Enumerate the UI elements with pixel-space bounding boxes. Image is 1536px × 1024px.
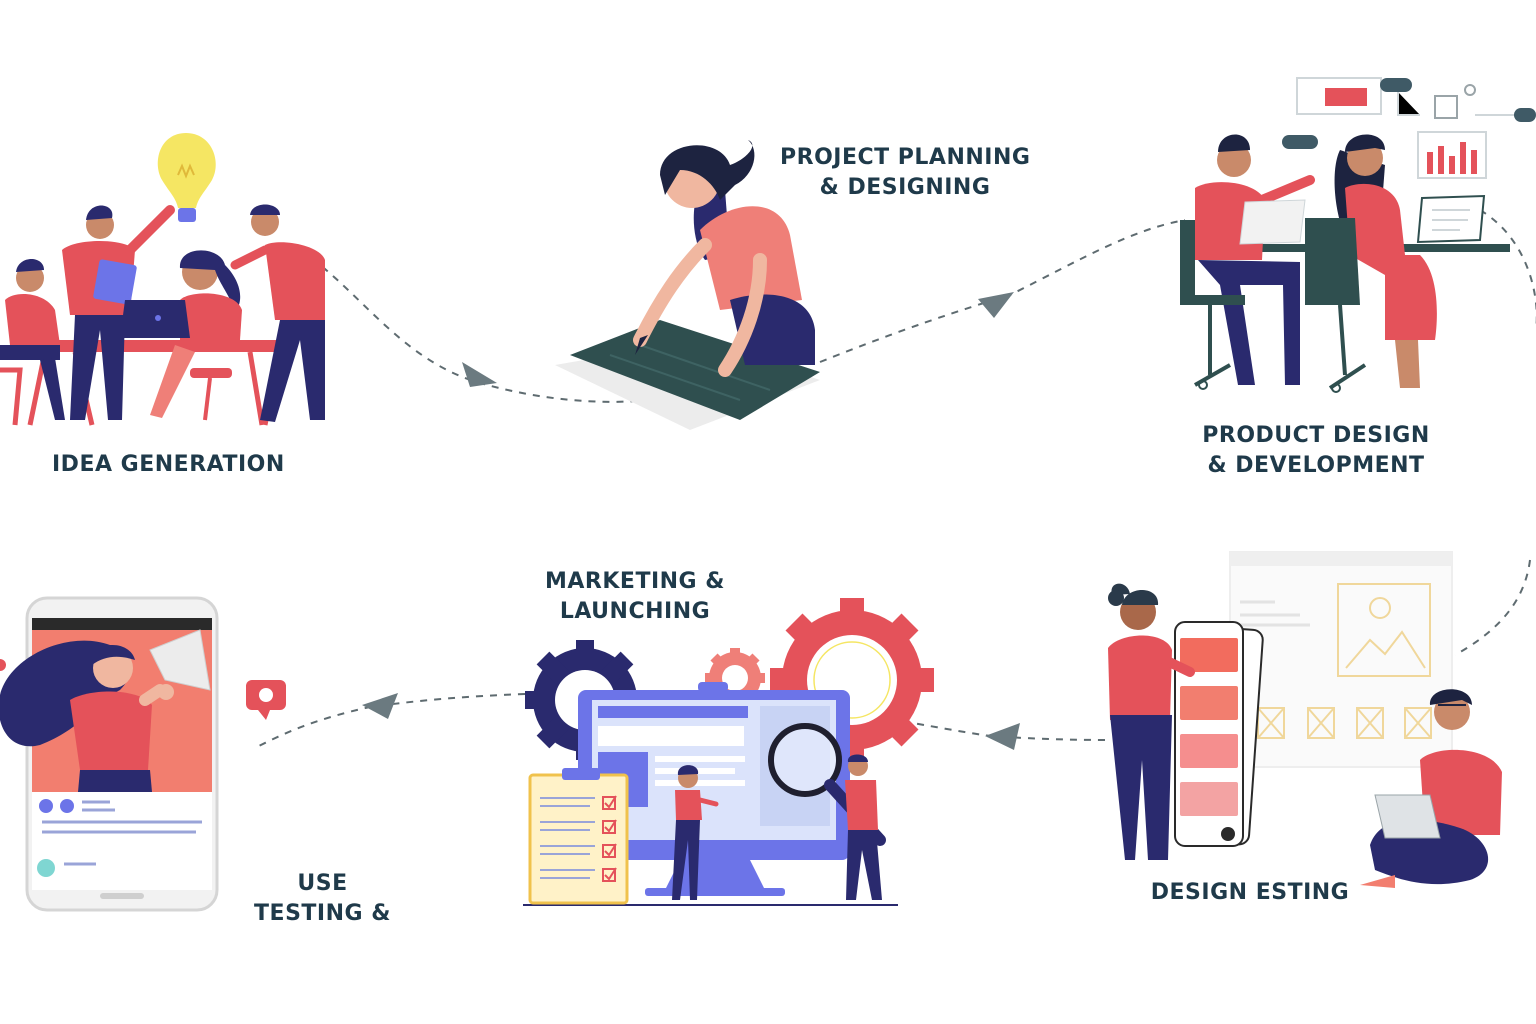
- chair: [1180, 220, 1245, 305]
- stage-label-user-testing: USE TESTING &: [254, 871, 391, 926]
- laptop-icon: [1374, 794, 1441, 839]
- arrowhead-icon: [978, 292, 1014, 318]
- bar-chart-icon: [1417, 131, 1487, 179]
- lightbulb-icon: [157, 133, 216, 222]
- laptop-icon: [1239, 199, 1306, 245]
- arrowhead-icon: [362, 693, 398, 719]
- idea-generation-illustration: [0, 133, 325, 426]
- stage-label-product-design: PRODUCT DESIGN & DEVELOPMENT: [1202, 423, 1430, 478]
- chair: [1305, 218, 1360, 305]
- connector-planning-to-product: [819, 219, 1186, 363]
- marketing-illustration: [523, 598, 934, 906]
- arrowhead-icon: [985, 723, 1020, 750]
- stage-label-project-planning: PROJECT PLANNING & DESIGNING: [780, 145, 1031, 200]
- project-planning-illustration: [555, 140, 820, 430]
- desk: [28, 340, 293, 352]
- product-design-illustration: [1180, 77, 1536, 393]
- tablet-icon: [93, 259, 137, 305]
- notification-icon: [246, 680, 286, 720]
- checklist-icon: [528, 768, 629, 905]
- connector-product-to-testing: [1479, 209, 1536, 330]
- user-testing-illustration: [0, 596, 286, 912]
- megaphone-icon: [149, 629, 211, 691]
- design-testing-illustration: [1108, 551, 1502, 888]
- pencil-icon: [635, 335, 648, 355]
- drafting-board: [570, 320, 820, 420]
- wireframe-board: [1229, 551, 1453, 768]
- arrowhead-icon: [462, 362, 497, 387]
- stage-label-design-testing: DESIGN ESTING: [1150, 880, 1350, 905]
- flow-arrowheads: [362, 292, 1020, 750]
- connector-right-down: [1454, 559, 1531, 656]
- stage-label-marketing: MARKETING & LAUNCHING: [545, 569, 725, 624]
- laptop-icon: [120, 300, 190, 338]
- image-placeholder-icon: [1337, 583, 1431, 677]
- stage-label-idea-generation: IDEA GENERATION: [52, 452, 285, 477]
